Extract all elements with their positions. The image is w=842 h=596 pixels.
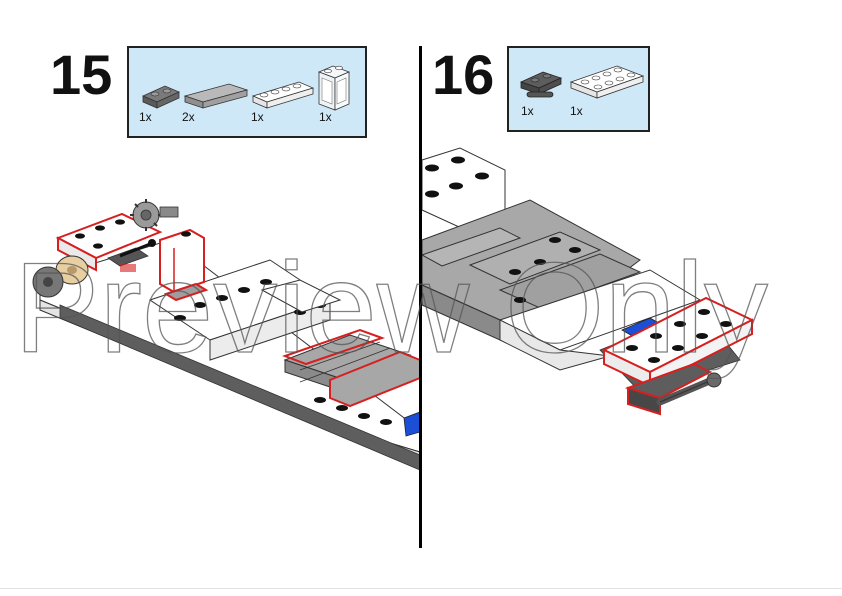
part-qty: 1x — [139, 110, 152, 124]
light-gray-tile-1x4-icon — [183, 83, 249, 109]
step-divider — [419, 46, 422, 548]
step-16-parts-list: 1x 1x — [507, 46, 650, 132]
step-15-new-tiles — [282, 328, 421, 408]
step-16-new-bar-plate — [624, 362, 722, 416]
part-qty: 1x — [570, 104, 583, 118]
white-plate-1x4-icon — [251, 81, 315, 109]
part-qty: 2x — [182, 110, 195, 124]
step-15-parts-list: 1x 2x 1x 1x — [127, 46, 367, 138]
step-16-parts-art — [519, 65, 645, 99]
step-15-number: 15 — [50, 43, 113, 106]
part-qty: 1x — [319, 110, 332, 124]
dark-gray-plate-with-bar-icon — [519, 71, 563, 98]
step-16-number: 16 — [432, 43, 495, 106]
white-plate-2x4-icon — [569, 65, 645, 99]
dark-gray-plate-1x2-icon — [142, 85, 180, 109]
part-qty: 1x — [251, 110, 264, 124]
step-15-parts-art — [142, 65, 351, 111]
transparent-window-1x2x2-icon — [317, 65, 351, 111]
step-16-new-white-plate — [601, 296, 755, 388]
part-qty: 1x — [521, 104, 534, 118]
page-bottom-rule — [0, 588, 842, 589]
step-15-gear-mechanism — [32, 199, 209, 302]
